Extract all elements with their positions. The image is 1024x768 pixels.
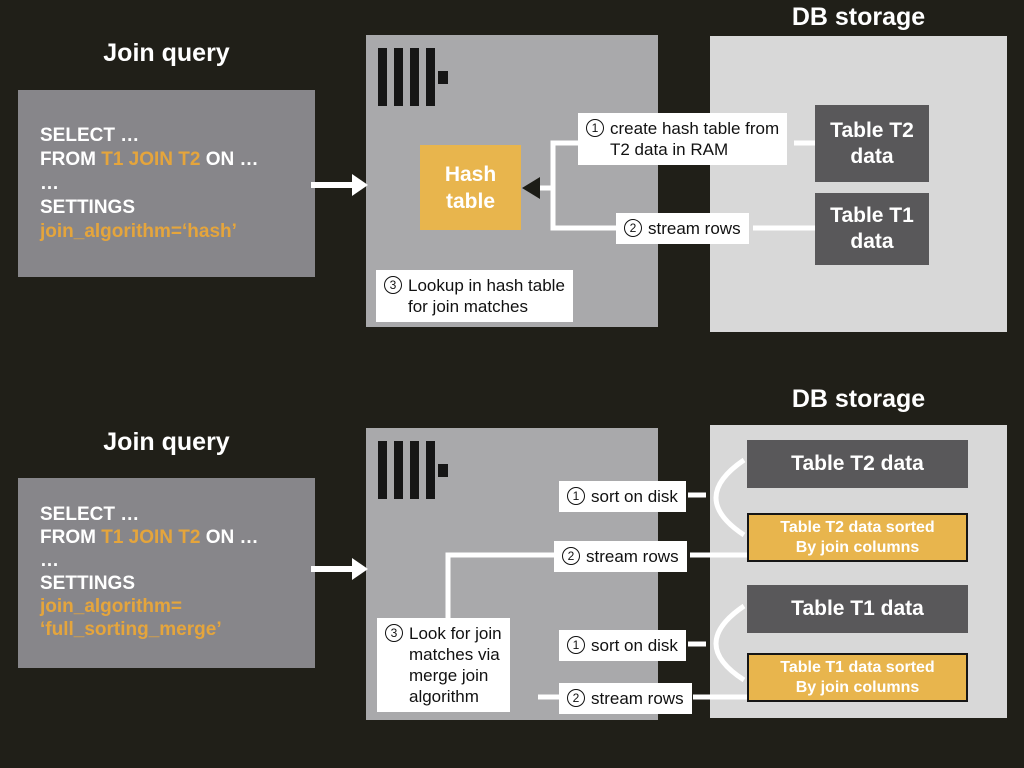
step-note-sort-on-disk-t1: 1 sort on disk	[559, 630, 686, 661]
sql-line: join_algorithm=‘hash’	[40, 221, 237, 242]
query-to-server-arrow	[311, 174, 368, 196]
step-note-stream-rows: 2 stream rows	[616, 213, 749, 244]
table-t2-data-sorted-box: Table T2 data sorted By join columns	[747, 513, 968, 562]
step-number-badge: 1	[567, 636, 585, 654]
step-number-badge: 1	[567, 487, 585, 505]
step-number-badge: 2	[562, 547, 580, 565]
step-note-lookup-hash-table: 3 Lookup in hash table for join matches	[376, 270, 573, 322]
sql-line: FROM T1 JOIN T2 ON …	[40, 149, 259, 170]
sql-line: SETTINGS	[40, 573, 136, 594]
step-number-badge: 1	[586, 119, 604, 137]
step-number-badge: 3	[385, 624, 403, 642]
step-note-create-hash-table: 1 create hash table from T2 data in RAM	[578, 113, 788, 165]
hash-table-box: Hash table	[420, 145, 521, 230]
query-to-server-arrow	[311, 558, 368, 580]
sql-line: ‘full_sorting_merge’	[40, 619, 222, 640]
step-number-badge: 3	[384, 276, 402, 294]
sql-line: SELECT …	[40, 504, 140, 525]
sql-line: …	[40, 173, 59, 194]
table-t1-data-sorted-box: Table T1 data sorted By join columns	[747, 653, 968, 702]
table-t2-data-box: Table T2 data	[815, 105, 929, 182]
hash-join-query-box: SELECT … FROM T1 JOIN T2 ON … … SETTINGS…	[18, 90, 315, 277]
sql-line: FROM T1 JOIN T2 ON …	[40, 527, 259, 548]
hash-join-query-title: Join query	[103, 39, 230, 67]
step-number-badge: 2	[567, 689, 585, 707]
table-t2-data-box: Table T2 data	[747, 440, 968, 488]
sql-line: SELECT …	[40, 125, 140, 146]
step-note-stream-rows-t2: 2 stream rows	[554, 541, 687, 572]
merge-join-db-storage-title: DB storage	[791, 385, 926, 413]
sql-line: SETTINGS	[40, 197, 136, 218]
table-t1-data-box: Table T1 data	[747, 585, 968, 633]
hash-join-db-storage-box	[710, 36, 1007, 332]
step-note-sort-on-disk-t2: 1 sort on disk	[559, 481, 686, 512]
sql-line: join_algorithm=	[40, 596, 182, 617]
merge-join-query-title: Join query	[103, 428, 230, 456]
merge-join-query-box: SELECT … FROM T1 JOIN T2 ON … … SETTINGS…	[18, 478, 315, 668]
sql-line: …	[40, 550, 59, 571]
clickhouse-logo-icon	[378, 48, 450, 106]
step-note-merge-join-matches: 3 Look for join matches via merge join a…	[377, 618, 510, 712]
step-number-badge: 2	[624, 219, 642, 237]
table-t1-data-box: Table T1 data	[815, 193, 929, 265]
clickhouse-logo-icon	[378, 441, 450, 499]
hash-join-db-storage-title: DB storage	[791, 3, 926, 31]
step-note-stream-rows-t1: 2 stream rows	[559, 683, 692, 714]
